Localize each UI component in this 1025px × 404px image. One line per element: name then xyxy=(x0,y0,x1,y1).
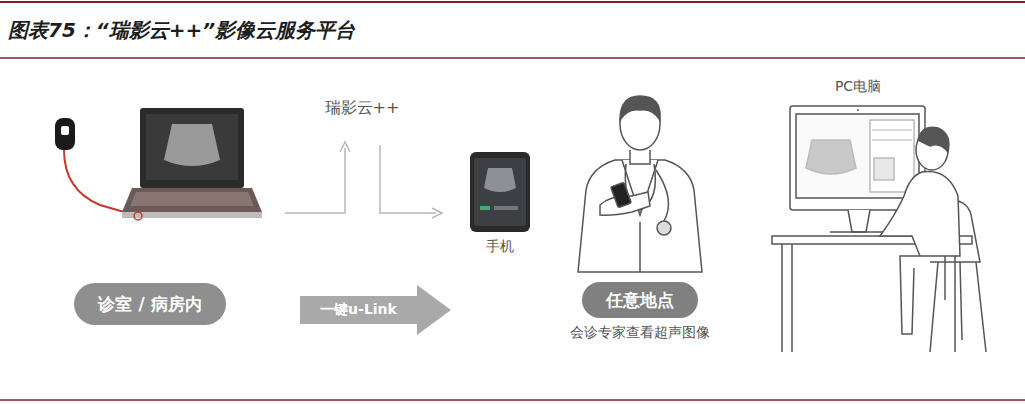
device-label: 手机 xyxy=(486,238,514,255)
cloud-link-lines xyxy=(285,142,442,218)
rule xyxy=(0,57,1025,59)
doctor-figure xyxy=(578,96,702,272)
phone xyxy=(470,152,530,232)
pc-workstation xyxy=(772,106,986,352)
device-label: PC电脑 xyxy=(835,78,881,95)
rule xyxy=(0,399,1025,401)
figure-title: 图表75：“瑞影云++”影像云服务平台 xyxy=(8,18,355,42)
location-pill: 任意地点 xyxy=(582,282,698,318)
ultrasound-laptop xyxy=(55,108,262,220)
caption-note: 会诊专家查看超声图像 xyxy=(570,324,710,341)
rule xyxy=(0,1,1025,3)
node-text: 一键u-Link xyxy=(320,301,397,319)
location-pill: 诊室 / 病房内 xyxy=(74,283,226,325)
cloud-label: 瑞影云++ xyxy=(325,98,400,117)
link-arrow: 一键u-Link xyxy=(300,285,451,335)
node-text: 任意地点 xyxy=(606,289,674,312)
node-text: 诊室 / 病房内 xyxy=(98,293,201,316)
